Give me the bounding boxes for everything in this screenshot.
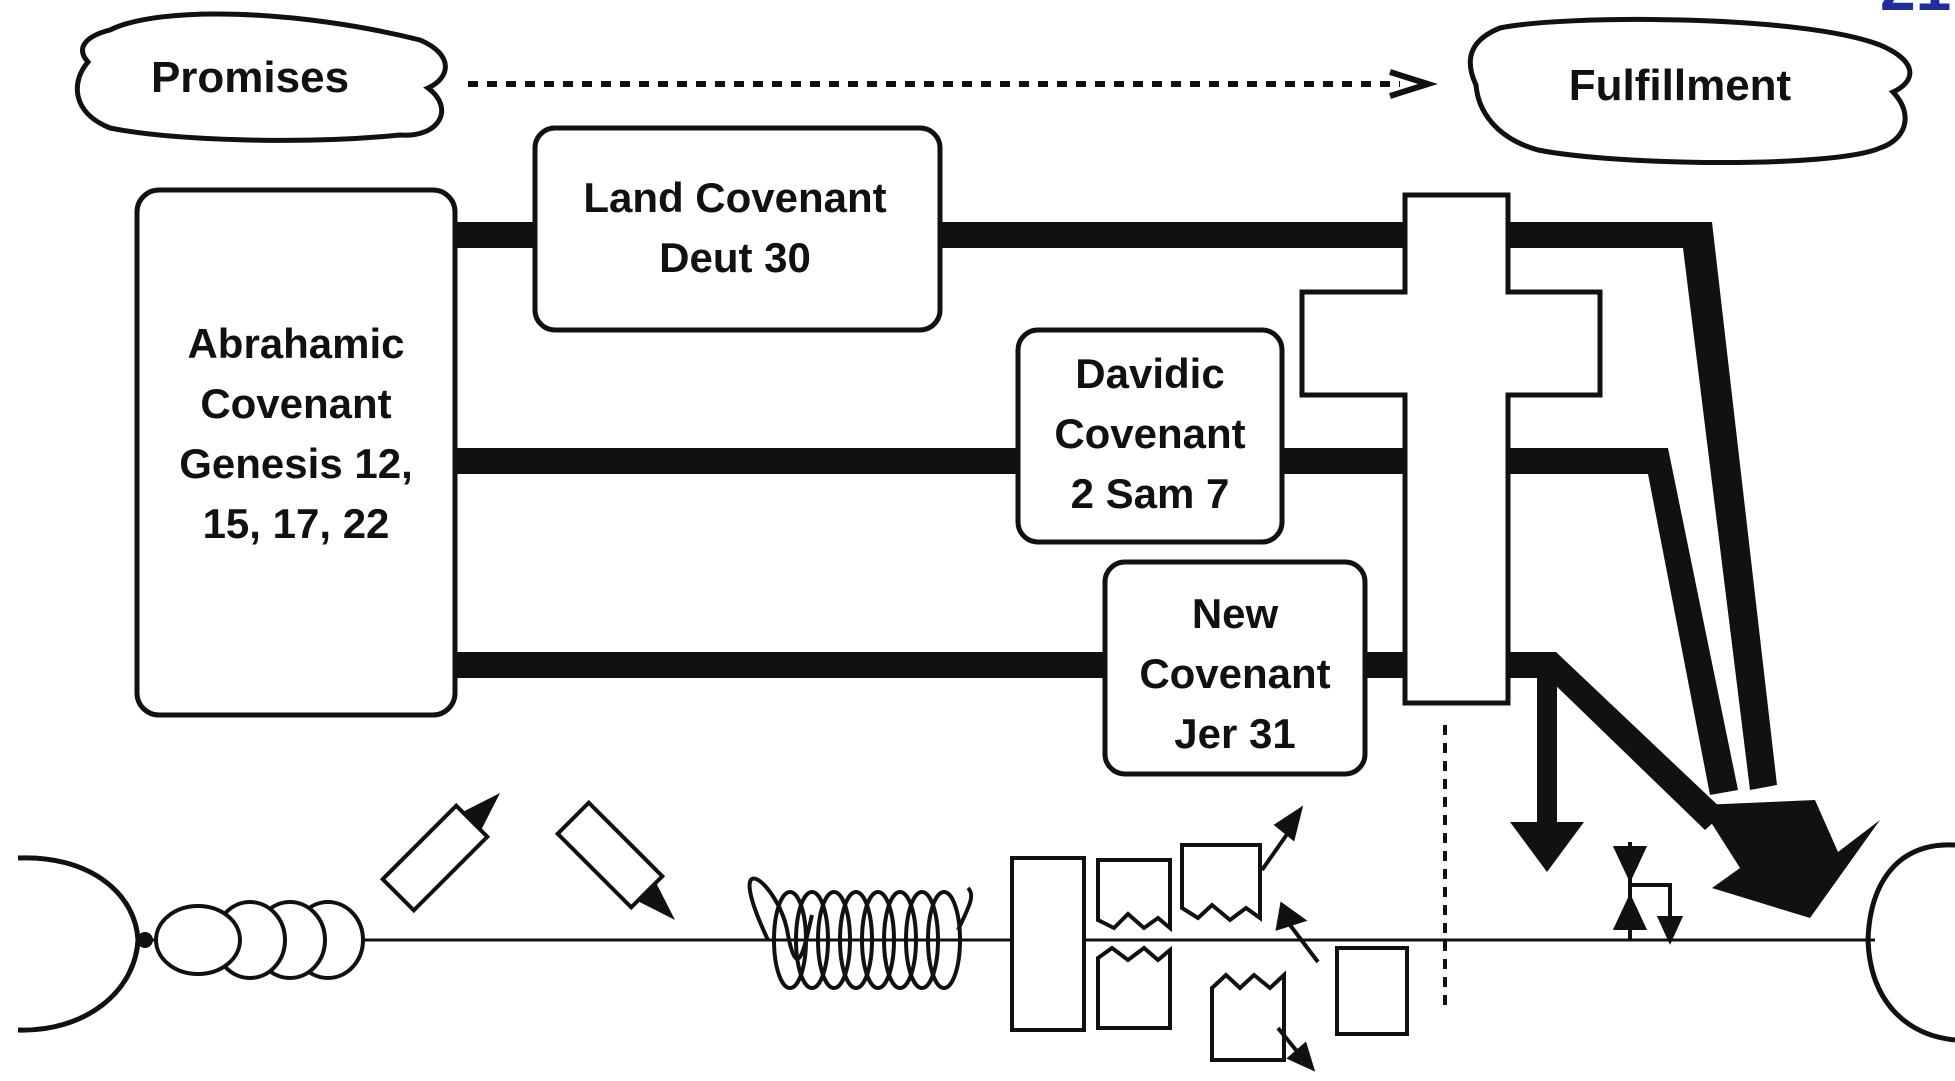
creation-circles-icon [137, 900, 365, 980]
abrahamic-line-1: Abrahamic [187, 320, 404, 367]
new-line-1: New [1192, 590, 1279, 637]
davidic-covenant-box: Davidic Covenant 2 Sam 7 [1015, 327, 1285, 545]
rocket-down-icon [554, 799, 676, 921]
eternity-future-icon [1865, 842, 1955, 1043]
abrahamic-covenant-box: Abrahamic Covenant Genesis 12, 15, 17, 2… [134, 187, 458, 718]
fulfillment-label: Fulfillment [1569, 61, 1792, 110]
abrahamic-line-2: Covenant [200, 380, 391, 427]
promises-label: Promises [151, 53, 349, 102]
big-fulfillment-arrow-icon [1700, 800, 1880, 918]
new-covenant-box: New Covenant Jer 31 [1102, 559, 1368, 777]
down-arrow-icon [1510, 678, 1584, 872]
covenant-bars [455, 222, 1777, 830]
davidic-line-2: Covenant [1054, 410, 1245, 457]
land-covenant-box: Land Covenant Deut 30 [532, 125, 943, 333]
tablets-icon [1010, 843, 1409, 1062]
promises-fulfillment-arrow [468, 69, 1438, 99]
rapture-marker-icon [1612, 842, 1684, 945]
abrahamic-line-3: Genesis 12, [179, 440, 412, 487]
eternity-past-icon [17, 855, 141, 1033]
new-line-2: Covenant [1139, 650, 1330, 697]
coil-spring-icon [747, 876, 974, 990]
rocket-up-icon [379, 792, 501, 914]
fulfillment-cloud: Fulfillment [1467, 16, 1913, 165]
page-number: 21 [1880, 0, 1951, 24]
promises-cloud: Promises [74, 11, 448, 143]
land-line-1: Land Covenant [583, 174, 886, 221]
davidic-line-1: Davidic [1075, 350, 1224, 397]
scatter-arrows-icon [1260, 805, 1320, 1072]
new-line-3: Jer 31 [1174, 710, 1295, 757]
land-line-2: Deut 30 [659, 234, 811, 281]
cross-icon [1299, 192, 1603, 706]
davidic-line-3: 2 Sam 7 [1071, 470, 1230, 517]
abrahamic-line-4: 15, 17, 22 [203, 500, 390, 547]
